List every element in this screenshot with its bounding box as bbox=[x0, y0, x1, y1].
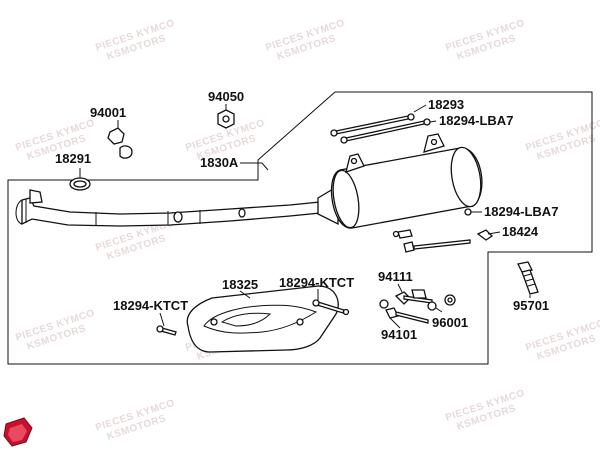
brand-shield-logo bbox=[3, 417, 33, 447]
muffler bbox=[317, 133, 483, 229]
screw-ktct-mid bbox=[312, 299, 350, 316]
callout-95701: 95701 bbox=[513, 298, 549, 313]
callout-18325: 18325 bbox=[222, 277, 258, 292]
hardware-cluster bbox=[379, 289, 456, 324]
bolts-mid bbox=[392, 208, 494, 253]
exhaust-pipe bbox=[15, 189, 331, 227]
callout-1830A: 1830A bbox=[200, 155, 239, 170]
callout-18294-ktct-mid: 18294-KTCT bbox=[279, 275, 354, 290]
callout-18294-lba7-top: 18294-LBA7 bbox=[439, 113, 513, 128]
bolts-top bbox=[330, 113, 431, 144]
callout-94111: 94111 bbox=[378, 269, 413, 284]
callout-18294-lba7-mid: 18294-LBA7 bbox=[484, 204, 558, 219]
callout-94101: 94101 bbox=[381, 327, 417, 342]
callout-18294-ktct-left: 18294-KTCT bbox=[113, 298, 188, 313]
callout-18424: 18424 bbox=[502, 224, 539, 239]
leader-lines bbox=[159, 104, 531, 329]
callout-96001: 96001 bbox=[432, 315, 468, 330]
gasket-18291 bbox=[69, 168, 91, 191]
screw-ktct-left bbox=[156, 325, 177, 336]
bolt-95701 bbox=[517, 261, 539, 295]
heat-shield-18325 bbox=[186, 285, 339, 353]
nut-94050 bbox=[217, 104, 235, 129]
callout-18293: 18293 bbox=[428, 97, 464, 112]
callout-94050: 94050 bbox=[208, 89, 244, 104]
callout-18291: 18291 bbox=[55, 151, 91, 166]
assembly-outline bbox=[7, 91, 593, 365]
callout-94001: 94001 bbox=[90, 105, 126, 120]
nut-94001 bbox=[107, 120, 133, 159]
